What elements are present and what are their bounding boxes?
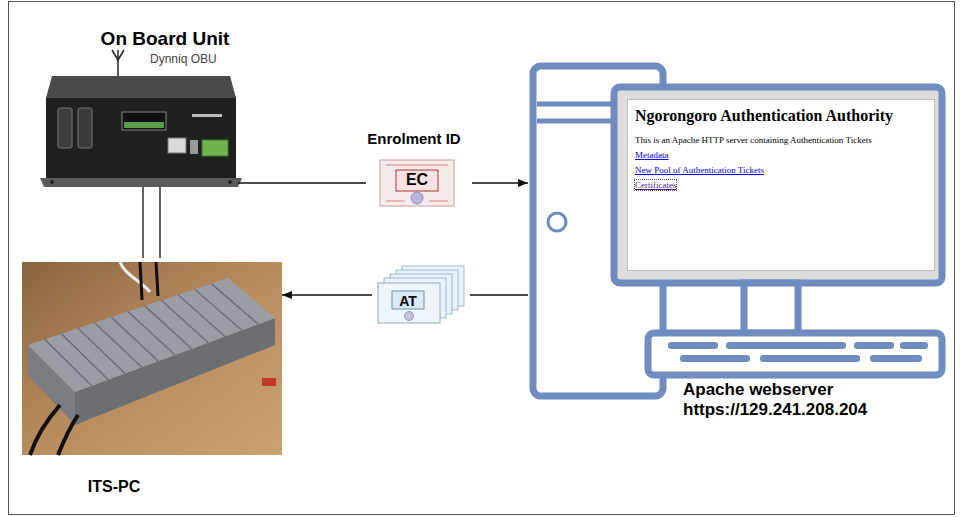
antenna-tip (112, 50, 124, 60)
keyboard-key (668, 342, 718, 349)
certificate-title-box (396, 170, 438, 191)
its-pc-device: ITS-PC (20, 258, 282, 502)
keyboard-key (854, 342, 894, 349)
pc-top-face (28, 278, 275, 392)
page-heading: Ngorongoro Authentication Authority (635, 107, 893, 125)
computer-illustration (533, 66, 942, 396)
certificate-seal (411, 192, 423, 204)
certificate-paper (380, 160, 454, 206)
device-title: On Board Unit (101, 28, 230, 50)
webserver-computer: Apache webserver https://129.241.208.204… (528, 60, 948, 428)
outer-frame (9, 2, 955, 515)
its-pc-photo (22, 262, 282, 455)
connector-line (282, 294, 372, 295)
serial-port (58, 108, 72, 148)
device-title: ITS-PC (88, 478, 140, 496)
obu-device: On Board UnitDynniq OBU (40, 25, 238, 187)
certificate-line (386, 200, 405, 202)
keyboard-base (648, 333, 942, 375)
browser-screen: Ngorongoro Authentication AuthorityThis … (627, 99, 935, 271)
black-cable (140, 262, 142, 300)
server-caption: Apache webserver https://129.241.208.204 (683, 380, 933, 419)
certificate-label: EC (406, 171, 428, 189)
obu-front-face (46, 98, 236, 178)
certificate-title-box (392, 291, 424, 309)
power-button (548, 213, 566, 231)
keyboard-key (680, 355, 750, 362)
enrolment-certificate: Enrolment ID EC (366, 128, 472, 210)
connector-line (159, 187, 160, 258)
page-text: This is an Apache HTTP server containing… (635, 135, 872, 145)
ec-certificate (380, 160, 454, 206)
serial-port (78, 108, 92, 148)
monitor-neck (744, 283, 798, 333)
connector-line (238, 182, 366, 183)
monitor-frame (614, 87, 942, 283)
obu-illustration (40, 50, 242, 187)
page-link: Metadata (635, 150, 668, 160)
black-cable (30, 405, 60, 455)
connector-line (470, 294, 528, 295)
obu-flange (40, 178, 242, 187)
red-part (262, 378, 276, 386)
certificate-seal (405, 312, 414, 321)
usb-port (190, 140, 198, 154)
at-certificate-stack (378, 266, 464, 323)
antenna-mast (117, 50, 119, 77)
page-link: Certificates (635, 180, 676, 190)
keyboard-key (760, 355, 860, 362)
certificate-line (386, 164, 448, 166)
terminal-block (122, 112, 166, 130)
mount-hole (50, 180, 54, 184)
ticket-stack: AT (372, 262, 470, 328)
logo-mark (192, 114, 222, 117)
drive-bay (537, 102, 612, 107)
black-cable (58, 415, 78, 455)
obu-top-face (46, 76, 236, 98)
certificate-card (378, 283, 440, 323)
keyboard-key (900, 342, 928, 349)
certificate-heading: Enrolment ID (367, 130, 460, 147)
terminal-pins (124, 122, 164, 128)
ethernet-port (168, 138, 186, 153)
device-label: Dynniq OBU (150, 53, 217, 67)
heatsink-fins (45, 284, 259, 386)
keyboard-key (726, 342, 846, 349)
white-cable (120, 262, 150, 292)
drive-bay (537, 119, 612, 124)
connector-line (472, 182, 528, 183)
power-connector (202, 140, 228, 156)
connector-line (142, 187, 143, 258)
mount-hole (228, 180, 232, 184)
page-link: New Pool of Authentication Tickets (635, 165, 764, 175)
desk-surface (22, 262, 282, 455)
black-cable (156, 262, 158, 296)
certificate-line (429, 200, 448, 202)
keyboard-key (870, 355, 922, 362)
certificate-label: AT (399, 293, 417, 309)
